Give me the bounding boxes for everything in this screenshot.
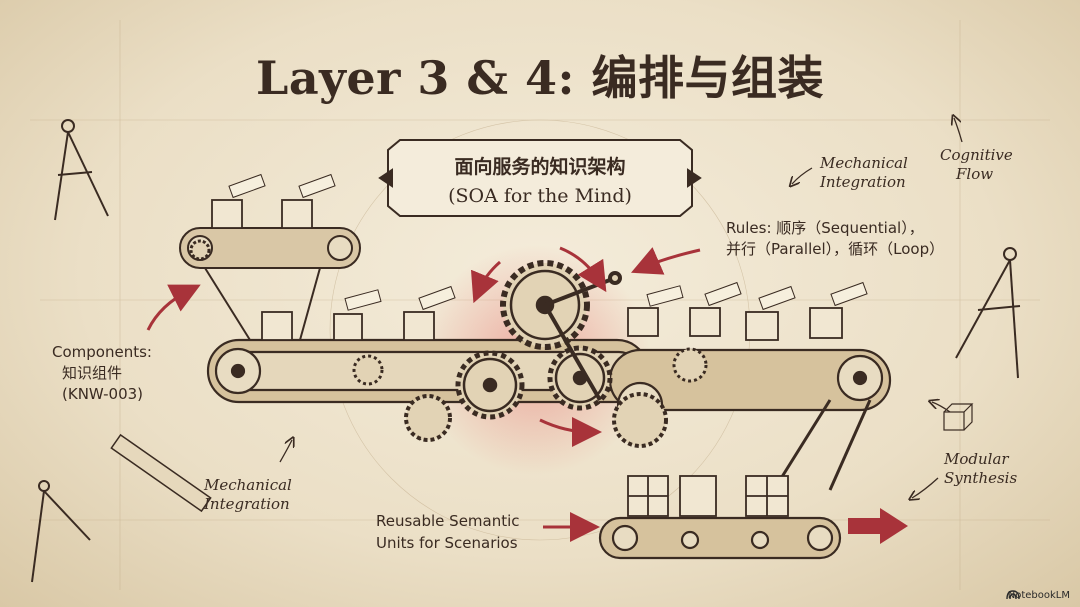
plaque-subtitle: (SOA for the Mind) <box>448 185 632 207</box>
mechanical-integration-note-top: Mechanical Integration <box>820 154 908 192</box>
notebooklm-logo-icon <box>1006 590 1020 600</box>
rules-line-1: Rules: 顺序（Sequential）， <box>726 219 924 237</box>
support-struts <box>778 399 872 491</box>
page-title: Layer 3 & 4: 编排与组装 <box>256 51 824 105</box>
cognitive-flow-note: Cognitive Flow <box>940 146 1013 184</box>
rules-label: Rules: 顺序（Sequential）， 并行（Parallel），循环（L… <box>726 218 944 260</box>
note-line: Integration <box>820 173 906 191</box>
plaque-title: 面向服务的知识架构 <box>454 156 626 178</box>
components-label: Components: 知识组件 (KNW-003) <box>52 342 152 405</box>
note-line: Synthesis <box>944 469 1018 487</box>
note-line: Mechanical <box>204 476 292 494</box>
cube-icon <box>211 199 843 517</box>
components-line-1: Components: <box>52 343 152 361</box>
note-line: Mechanical <box>820 154 908 172</box>
note-line: Cognitive <box>940 146 1013 164</box>
reusable-line-2: Units for Scenarios <box>376 534 518 552</box>
note-line: Integration <box>204 495 290 513</box>
note-line: Flow <box>956 165 994 183</box>
brand-text: NotebookLM <box>1007 590 1070 601</box>
reusable-units-label: Reusable Semantic Units for Scenarios <box>376 510 520 554</box>
drafting-compass-icon <box>54 119 109 221</box>
arrow-icon <box>146 246 701 542</box>
components-line-2: 知识组件 <box>62 364 123 382</box>
reusable-line-1: Reusable Semantic <box>376 512 520 530</box>
note-line: Modular <box>944 450 1009 468</box>
component-tags <box>228 173 868 311</box>
rules-line-2: 并行（Parallel），循环（Loop） <box>726 240 945 258</box>
mechanical-integration-note-bottom: Mechanical Integration <box>204 476 292 514</box>
modular-synthesis-note: Modular Synthesis <box>944 450 1017 488</box>
conveyor-belt-icon <box>598 516 842 560</box>
drafting-compass-icon <box>955 247 1021 379</box>
components-line-3: (KNW-003) <box>62 385 144 403</box>
conveyor-belt-icon <box>206 338 892 441</box>
arrow-icon <box>279 118 963 498</box>
drafting-compass-icon <box>31 480 91 583</box>
cube-icon <box>943 403 974 431</box>
arrow-icon <box>848 508 908 544</box>
soa-plaque: 面向服务的知识架构 (SOA for the Mind) <box>392 140 688 216</box>
plaque-frame <box>378 139 702 217</box>
ruler-icon <box>110 433 212 513</box>
notebooklm-brand: NotebookLM <box>1008 590 1070 601</box>
